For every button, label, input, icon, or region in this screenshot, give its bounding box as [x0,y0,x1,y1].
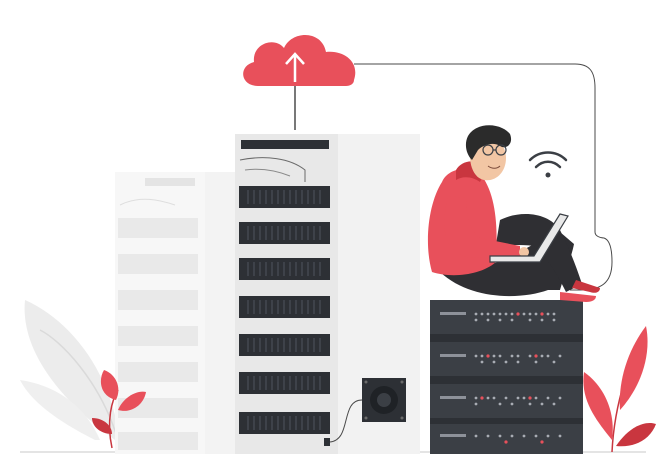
network-connection-line [354,63,613,291]
red-leaf-plant-right [583,326,656,453]
dark-server-stack [430,300,583,454]
red-leaf-plant-left [92,370,146,449]
main-server-tower [235,134,420,454]
cooling-fan [362,378,406,422]
faint-server-rack [115,172,245,454]
cloud-upload-icon [243,34,356,130]
person-with-laptop [427,125,600,302]
grey-leaf-plant-left [20,300,120,441]
wifi-icon [528,151,568,178]
